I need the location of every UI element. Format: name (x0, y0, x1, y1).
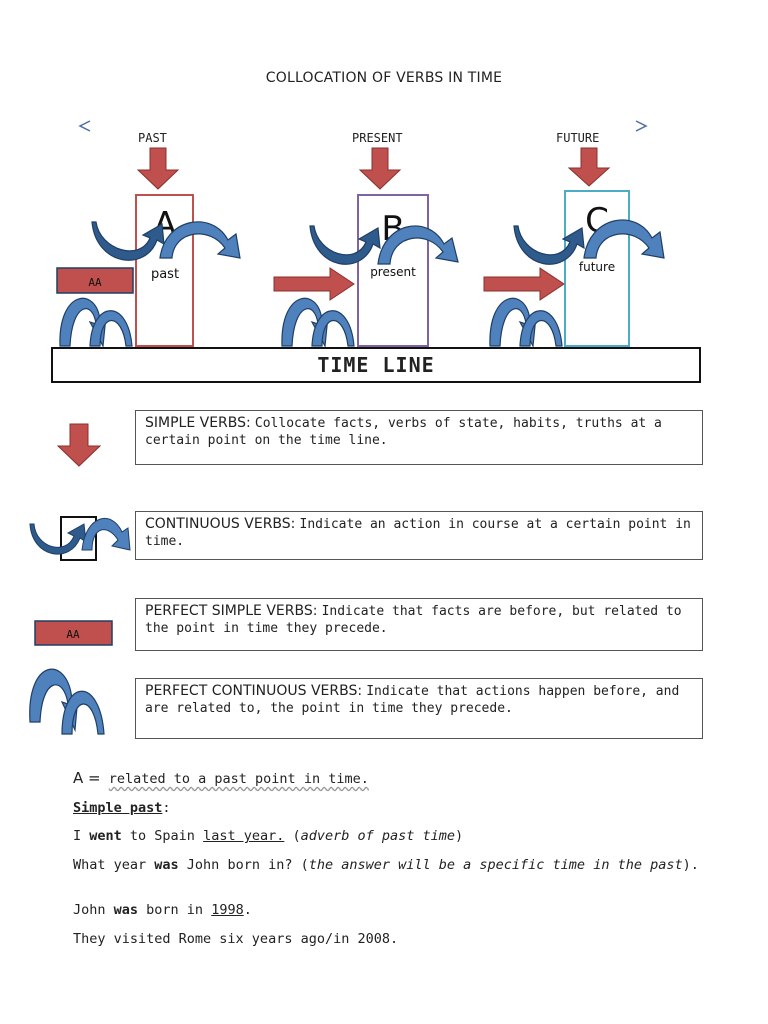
label-present: PRESENT (352, 131, 403, 145)
example-4: They visited Rome six years ago/in 2008. (73, 931, 399, 947)
legend-desc: Indicate that actions happen before, and… (145, 684, 680, 716)
right-arrow-icon (273, 267, 565, 301)
legend-perfect-continuous-verbs: PERFECT CONTINUOUS VERBS: Indicate that … (135, 678, 703, 739)
legend-head: CONTINUOUS VERBS: (145, 516, 296, 532)
a-definition: A = related to a past point in time. (73, 769, 369, 788)
down-arrow-icon (56, 423, 102, 467)
legend-desc: Indicate an action in course at a certai… (145, 517, 691, 549)
legend-head: SIMPLE VERBS: (145, 415, 251, 431)
legend-simple-verbs: SIMPLE VERBS: Collocate facts, verbs of … (135, 410, 703, 465)
down-arrow-icon (136, 147, 611, 190)
legend-continuous-verbs: CONTINUOUS VERBS: Indicate an action in … (135, 511, 703, 560)
aa-bar-icon (56, 267, 134, 294)
loop-arrows-icon (59, 297, 563, 349)
example-2: What year was John born in? (the answer … (73, 857, 699, 873)
legend-perfect-simple-verbs: PERFECT SIMPLE VERBS: Indicate that fact… (135, 598, 703, 651)
label-future: FUTURE (556, 131, 600, 145)
box-c (564, 190, 630, 347)
timeline-bar: TIME LINE (51, 347, 701, 383)
legend-icons: AA (29, 423, 131, 735)
box-a-word: past (151, 267, 179, 282)
example-3: John was born in 1998. (73, 902, 252, 918)
loop-arrows-icon (29, 668, 105, 735)
simple-past-heading: Simple past: (73, 800, 171, 816)
page-title: COLLOCATION OF VERBS IN TIME (265, 70, 503, 86)
box-c-word: future (579, 260, 615, 274)
aa-bar-label: AA (88, 276, 102, 289)
label-past: PAST (138, 131, 167, 145)
time-direction-arrow-icon (78, 120, 648, 132)
legend-desc: Collocate facts, verbs of state, habits,… (145, 416, 662, 448)
legend-desc: Indicate that facts are before, but rela… (145, 604, 682, 636)
aa-bar-icon (34, 620, 113, 646)
box-a (135, 194, 194, 347)
box-b (357, 194, 429, 347)
legend-head: PERFECT CONTINUOUS VERBS: (145, 683, 363, 699)
example-1: I went to Spain last year. (adverb of pa… (73, 828, 464, 844)
box-b-word: present (370, 265, 416, 279)
curved-arrows-icon (29, 516, 131, 561)
aa-bar-label: AA (66, 628, 80, 641)
timeline-diagram: A B C past present future AA (56, 120, 665, 349)
legend-head: PERFECT SIMPLE VERBS: (145, 603, 318, 619)
continuous-arrows-icon (91, 219, 665, 265)
